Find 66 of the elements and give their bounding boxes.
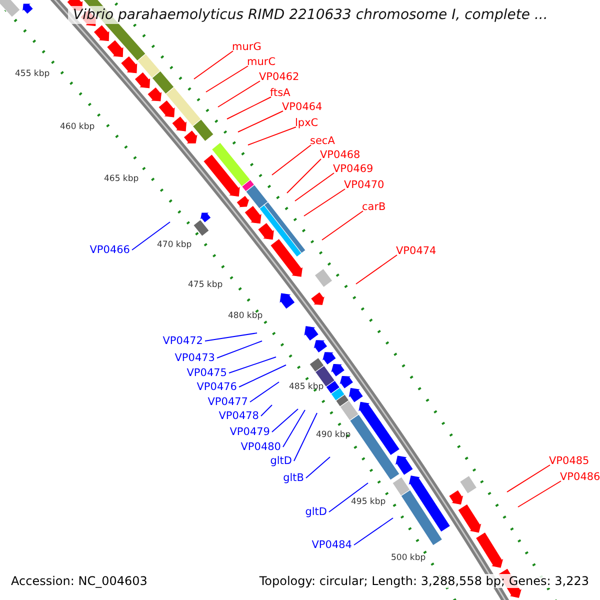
leader-line	[272, 408, 298, 432]
gene-label: VP0479	[230, 426, 270, 438]
leader-line	[294, 412, 318, 462]
leader-line	[238, 364, 286, 388]
gene-label: VP0466	[90, 244, 130, 256]
gene-label: VP0476	[196, 381, 237, 393]
gene-label: VP0485	[549, 455, 590, 467]
scale-label: 500 kbp	[391, 553, 426, 563]
gene-label: VP0486	[560, 471, 600, 483]
scale-label: 465 kbp	[104, 174, 139, 184]
gene-label: VP0462	[259, 71, 300, 83]
gene-label: VP0478	[218, 410, 259, 422]
gene-label: gltD	[305, 506, 327, 518]
leader-line	[306, 456, 330, 478]
leader-line	[506, 464, 550, 492]
scale-label: 490 kbp	[316, 430, 351, 440]
leader-line	[294, 172, 334, 202]
leader-line	[282, 410, 306, 448]
gene-label: VP0468	[320, 149, 360, 161]
gene-label: VP0472	[162, 335, 203, 347]
gene-label: VP0475	[186, 367, 227, 379]
genome-summary-text: Topology: circular; Length: 3,288,558 bp; Genes: 3,223	[257, 574, 591, 588]
gene-label: murC	[247, 56, 276, 68]
scale-label: 495 kbp	[351, 497, 386, 507]
gene-label: murG	[232, 41, 262, 53]
leader-line	[226, 96, 272, 120]
leader-line	[204, 332, 258, 342]
scale-label: 485 kbp	[289, 382, 324, 392]
leader-line	[304, 188, 346, 216]
leader-line	[272, 144, 312, 176]
scale-label: 455 kbp	[15, 69, 50, 79]
gene-label: VP0484	[312, 539, 352, 551]
leader-line	[286, 158, 322, 194]
scale-label: 475 kbp	[188, 280, 223, 290]
leader-line	[248, 126, 296, 146]
scale-label: 470 kbp	[157, 240, 192, 250]
accession-text: Accession: NC_004603	[9, 574, 150, 588]
leader-line	[228, 356, 276, 374]
gene-label: VP0480	[240, 441, 281, 453]
gene-label: VP0469	[333, 163, 374, 175]
gene-label: VP0473	[174, 352, 215, 364]
leader-line	[216, 340, 262, 358]
gene-label: ftsA	[270, 87, 290, 99]
leader-line	[260, 404, 272, 416]
leader-line	[238, 110, 284, 132]
gene-label: gltD	[270, 455, 292, 467]
gene-label: VP0470	[344, 179, 384, 191]
leader-line	[354, 518, 394, 546]
gene-label: gltB	[283, 472, 304, 484]
gene-label: VP0464	[282, 101, 322, 113]
leader-line	[250, 382, 280, 402]
leader-line	[328, 482, 368, 512]
gene-label: VP0474	[396, 245, 436, 257]
leader-line	[206, 66, 248, 92]
leader-line	[132, 222, 170, 250]
leader-line	[356, 254, 398, 284]
gene-label: VP0477	[208, 396, 248, 408]
leader-line	[322, 210, 364, 240]
scale-label: 460 kbp	[60, 122, 95, 132]
leader-line	[518, 480, 562, 508]
leader-line	[194, 50, 234, 80]
leader-line	[218, 80, 260, 108]
gene-label: carB	[362, 201, 386, 213]
gene-label: secA	[310, 135, 335, 147]
gene-label: lpxC	[295, 117, 318, 129]
scale-label: 480 kbp	[228, 311, 263, 321]
